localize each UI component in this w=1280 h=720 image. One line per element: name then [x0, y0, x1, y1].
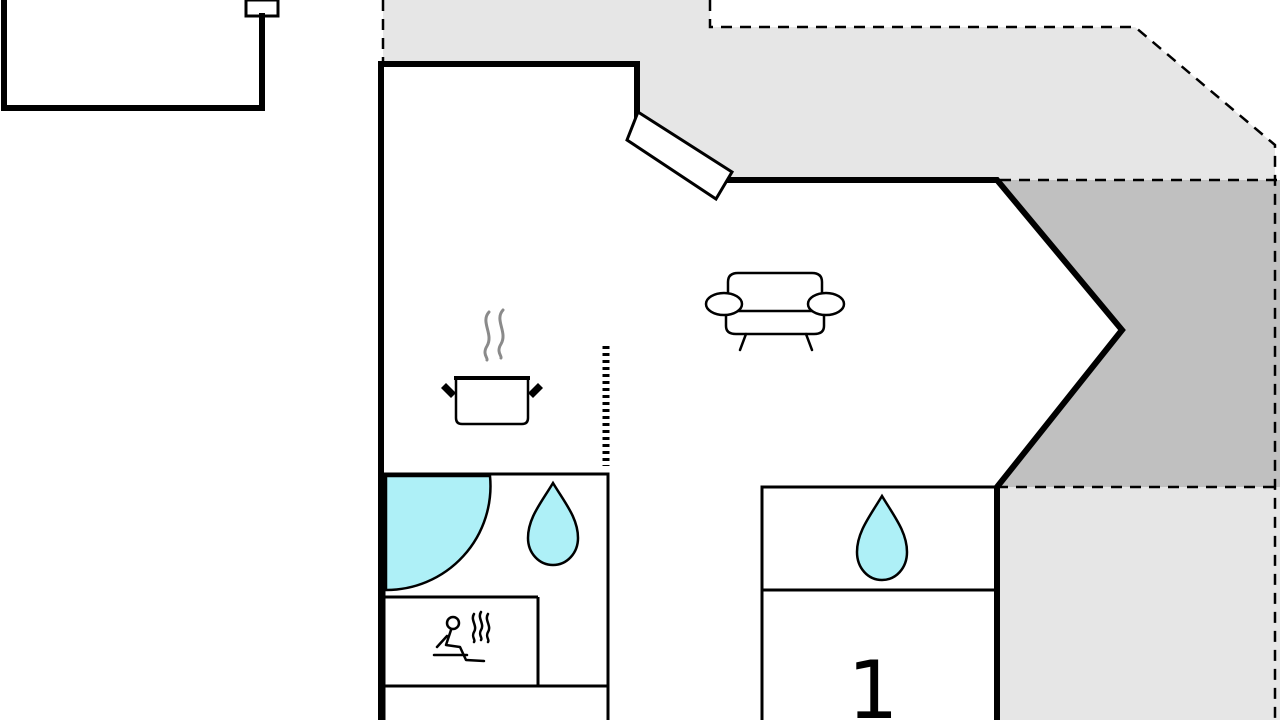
outbuilding-wall	[1, 0, 265, 111]
shower-icon	[384, 474, 492, 592]
steam-icon	[483, 310, 491, 362]
water-drop-icon	[855, 493, 909, 582]
exterior-wall	[378, 61, 640, 720]
covered-terrace-area	[997, 180, 1280, 487]
sofa-icon	[704, 271, 846, 352]
window	[625, 109, 735, 202]
kitchen-pot-icon	[441, 308, 543, 426]
room-number: 1	[848, 644, 899, 720]
terrace-boundary	[708, 0, 1277, 720]
bathroom-wall	[382, 472, 610, 720]
terrace-area	[997, 487, 1280, 720]
steam-icon	[497, 308, 505, 360]
water-drop-icon	[526, 480, 580, 567]
terrace-area	[383, 0, 1275, 195]
sauna-icon	[432, 610, 491, 663]
bathroom-wall	[760, 485, 999, 592]
outbuilding-door	[244, 0, 280, 18]
